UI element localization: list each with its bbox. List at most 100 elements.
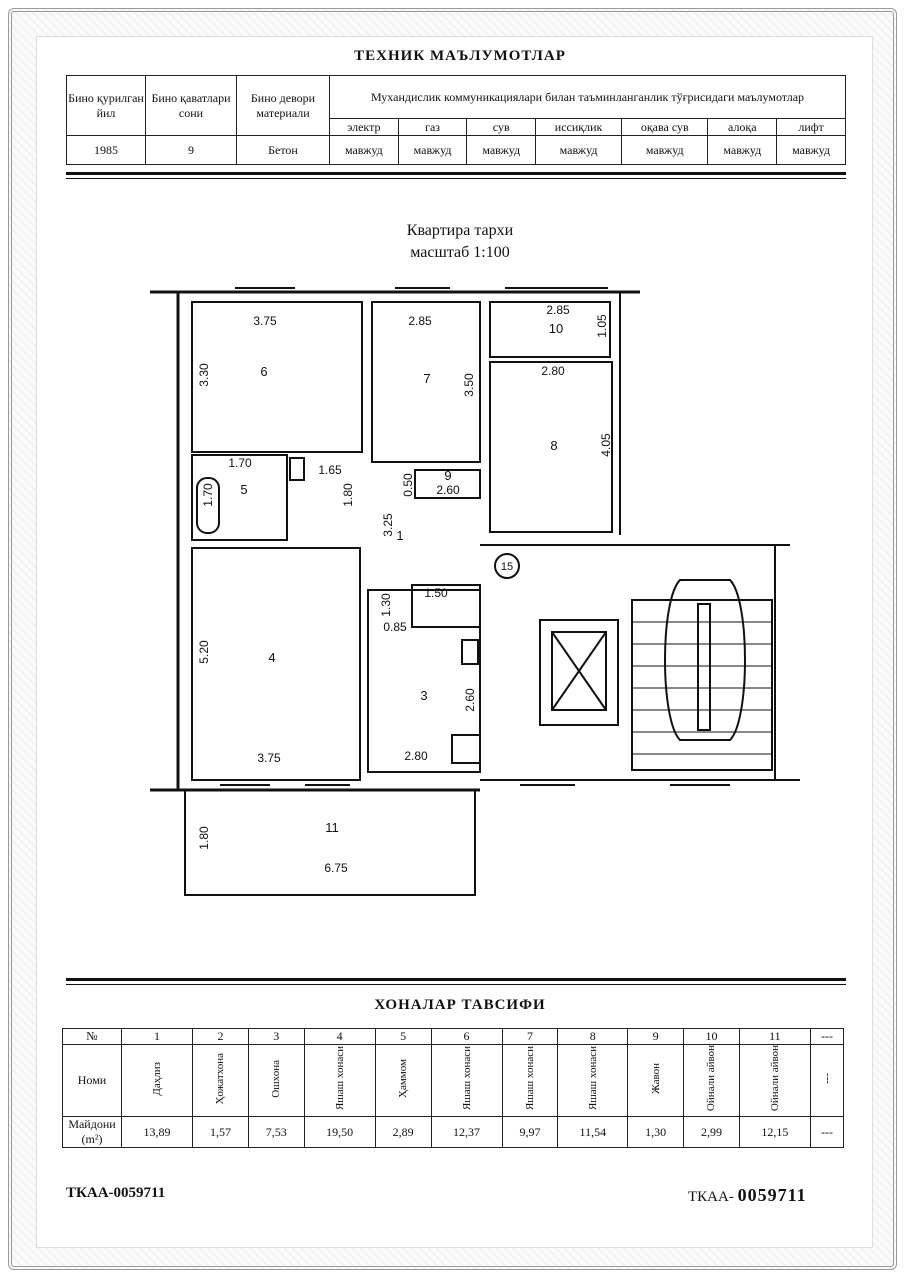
- room-area: 12,37: [430, 1116, 503, 1148]
- room-number: 8: [557, 1028, 629, 1045]
- utility-name: иссиқлик: [535, 118, 623, 136]
- utility-name: алоқа: [707, 118, 778, 136]
- room-number: 2: [192, 1028, 249, 1045]
- dimension-label: 1.05: [595, 314, 609, 338]
- room-area: 1,30: [627, 1116, 685, 1148]
- room-name: ---: [820, 1073, 833, 1084]
- room-name-cell: Яшаш хонаси: [501, 1044, 559, 1117]
- plan-title: Квартира тархи: [406, 222, 514, 239]
- dimension-label: 3.75: [253, 314, 277, 328]
- room-area: 1,57: [192, 1116, 249, 1148]
- room-name: Ошхона: [270, 1059, 283, 1098]
- room-name: Яшаш хонаси: [333, 1046, 346, 1111]
- utility-value: мавжуд: [535, 135, 623, 165]
- utility-value: мавжуд: [707, 135, 778, 165]
- document-number-left: ТКАА-0059711: [66, 1185, 166, 1201]
- room-area: 19,50: [303, 1116, 376, 1148]
- room-name: Яшаш хонаси: [523, 1046, 536, 1111]
- rooms-table-title: ХОНАЛАР ТАВСИФИ: [374, 997, 546, 1013]
- room-label: 5: [240, 482, 247, 497]
- room-number: 3: [247, 1028, 305, 1045]
- dimension-label: 1.50: [424, 586, 448, 600]
- year-value: 1985: [66, 135, 146, 165]
- technical-data-title: ТЕХНИК МАЪЛУМОТЛАР: [354, 48, 566, 64]
- room-name: Жавон: [649, 1063, 662, 1094]
- dimension-label: 3.75: [257, 751, 281, 765]
- room-name: Ҳаммом: [397, 1059, 410, 1098]
- room-label: 8: [550, 438, 557, 453]
- plan-divider: [66, 978, 846, 981]
- room-name: Ойнали айвон: [768, 1045, 781, 1112]
- dimension-label: 2.60: [463, 688, 477, 712]
- dimension-label: 2.80: [404, 749, 428, 763]
- room-label: 6: [260, 364, 267, 379]
- room-number: 4: [303, 1028, 376, 1045]
- name-header: Номи: [62, 1044, 122, 1117]
- dimension-label: 1.65: [318, 463, 342, 477]
- room-area: 13,89: [120, 1116, 194, 1148]
- room-area: 2,89: [374, 1116, 432, 1148]
- room-number: 5: [374, 1028, 432, 1045]
- wall-header: Бино девори материали: [236, 75, 330, 136]
- document-number-prefix: ТКАА-: [688, 1189, 734, 1205]
- dimension-label: 1.70: [228, 456, 252, 470]
- area-header: Майдони (m²): [62, 1116, 122, 1148]
- room-label: 11: [325, 820, 339, 835]
- room-label: 10: [549, 321, 563, 336]
- room-number: 9: [627, 1028, 685, 1045]
- room-label: 7: [423, 371, 430, 386]
- room-label: 4: [268, 650, 275, 665]
- no-header: №: [62, 1028, 122, 1045]
- dimension-label: 2.80: [541, 364, 565, 378]
- document-number-right: ТКАА- 0059711: [688, 1185, 807, 1206]
- room-area: 11,54: [557, 1116, 629, 1148]
- dimension-label: 2.85: [546, 303, 570, 317]
- dimension-label: 3.50: [462, 373, 476, 397]
- plan-scale: масштаб 1:100: [410, 244, 510, 261]
- dimension-label: 1.30: [379, 593, 393, 617]
- technical-data-table: Бино қурилган йил Бино қаватлари сони Би…: [66, 74, 846, 165]
- dimension-label: 2.85: [408, 314, 432, 328]
- room-name: Яшаш хонаси: [586, 1046, 599, 1111]
- room-number: ---: [809, 1028, 845, 1045]
- room-area: ---: [809, 1116, 845, 1148]
- dimension-label: 3.30: [197, 363, 211, 387]
- room-area: 12,15: [738, 1116, 811, 1148]
- utility-value: мавжуд: [466, 135, 537, 165]
- dimension-label: 1.70: [201, 483, 215, 507]
- dimension-label: 4.05: [599, 433, 613, 457]
- dimension-label: 0.50: [401, 473, 415, 497]
- room-name: Ҳожатхона: [214, 1052, 227, 1105]
- room-name-cell: Ойнали айвон: [738, 1044, 811, 1117]
- header-divider-thin: [66, 178, 846, 179]
- dimension-label: 5.20: [197, 640, 211, 664]
- floors-value: 9: [145, 135, 237, 165]
- room-number: 10: [683, 1028, 740, 1045]
- room-name-cell: Ошхона: [247, 1044, 305, 1117]
- room-number: 11: [738, 1028, 811, 1045]
- room-label: 1: [396, 528, 403, 543]
- utility-value: мавжуд: [776, 135, 846, 165]
- wall-value: Бетон: [236, 135, 330, 165]
- room-name-cell: Яшаш хонаси: [430, 1044, 503, 1117]
- room-name: Ойнали айвон: [705, 1045, 718, 1112]
- room-name-cell: Ҳаммом: [374, 1044, 432, 1117]
- stairwell-number: 15: [501, 561, 513, 573]
- room-area: 9,97: [501, 1116, 559, 1148]
- room-label: 9: [444, 468, 451, 483]
- room-number: 6: [430, 1028, 503, 1045]
- room-name-cell: Ойнали айвон: [683, 1044, 740, 1117]
- dimension-label: 6.75: [324, 861, 348, 875]
- header-divider: [66, 172, 846, 175]
- room-name: Яшаш хонаси: [460, 1046, 473, 1111]
- utility-value: мавжуд: [329, 135, 399, 165]
- room-name-cell: Даҳлиз: [120, 1044, 194, 1117]
- dimension-label: 0.85: [383, 620, 407, 634]
- communications-header: Мухандислик коммуникациялари билан таъми…: [329, 74, 846, 120]
- room-name: Даҳлиз: [151, 1061, 164, 1096]
- document-number-value: 0059711: [737, 1185, 807, 1205]
- room-area: 2,99: [683, 1116, 740, 1148]
- utility-value: мавжуд: [397, 135, 468, 165]
